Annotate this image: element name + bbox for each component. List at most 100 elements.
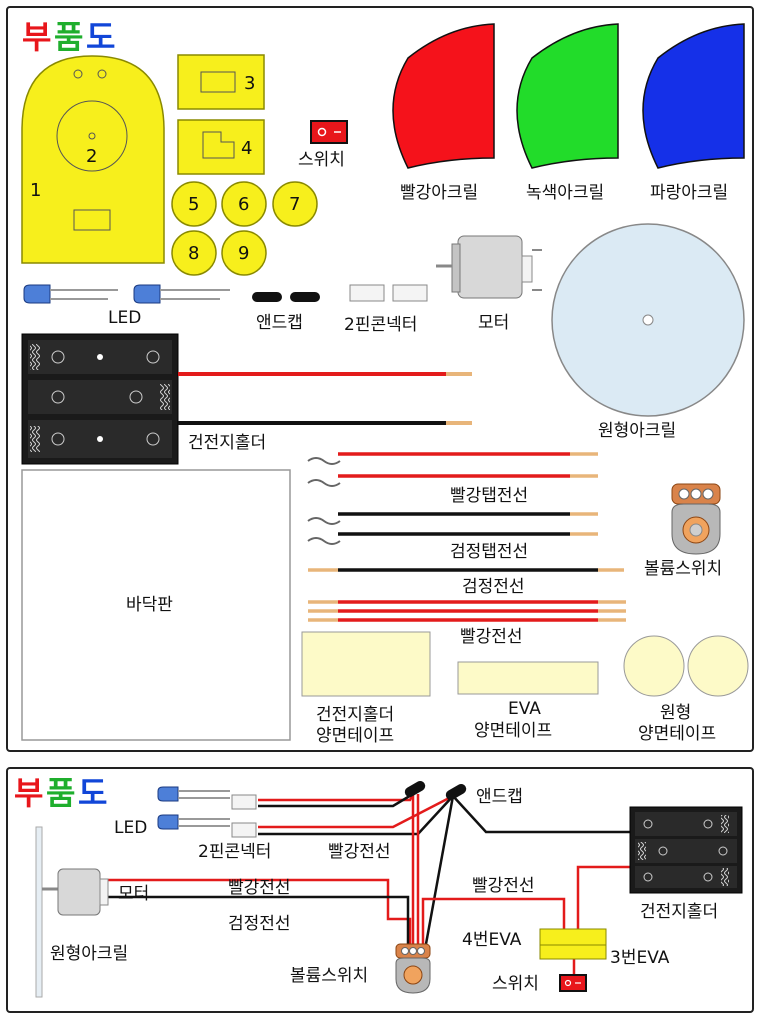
wiring-battery-holder-icon [629,806,743,894]
wiring-round-acrylic [35,826,43,998]
base-plate-label: 바닥판 [126,595,173,615]
plate-hole-left [73,69,83,79]
wiring-pin-connector-icon-1 [231,794,257,810]
pin-connector-icon-2 [392,284,428,302]
eva-tape [457,661,599,695]
part-9-disc [221,230,267,276]
wiring-endcap-label: 앤드캡 [476,787,523,807]
plate-circle [56,100,128,172]
part-6-disc [221,181,267,227]
wiring-volume-switch-icon [395,943,431,994]
wiring-title-char-2: 품 [46,774,75,812]
led-icon [23,284,230,304]
round-tape-1 [623,635,685,697]
wiring-red-wire-left-label: 빨강전선 [228,878,291,898]
parts-diagram: 부 품 도 1 2 3 4 5 6 7 8 9 스위치 빨강아크릴 녹색아크릴 … [21,18,749,746]
endcap-label: 앤드캡 [256,313,303,333]
eva-tape-label-1: EVA [508,699,541,719]
led-label: LED [108,308,141,328]
round-acrylic-hole [642,314,654,326]
base-plate [21,469,291,741]
motor-icon [436,235,542,299]
wiring-title-char-1: 부 [14,774,43,812]
part-9-label: 9 [238,243,249,264]
battery-holder-icon [21,333,179,465]
switch-label: 스위치 [298,150,345,170]
endcap-icon-2 [290,292,320,302]
blue-acrylic-label: 파랑아크릴 [650,183,728,203]
part-4-label: 4 [241,138,252,159]
round-tape-2 [687,635,749,697]
red-tap-wire-label: 빨강탭전선 [450,486,528,506]
part-1-label: 1 [30,180,41,201]
wiring-panel: 부 품 도 앤드캡 LED 2핀콘넥터 빨강전선 모터 [6,767,754,1013]
volume-switch-icon [671,483,721,555]
tap-wires [307,452,598,545]
part-6-label: 6 [238,194,249,215]
eva-block-3 [539,944,607,960]
plate-hole-right [97,69,107,79]
holder-tape-label-2: 양면테이프 [316,726,394,746]
eva-tape-label-2: 양면테이프 [474,721,552,741]
title-char-1: 부 [22,18,51,56]
part-4-plate [177,119,265,175]
part-8-disc [171,230,217,276]
wiring-lines [103,792,630,974]
title-char-3: 도 [86,18,115,56]
holder-tape-label-1: 건전지홀더 [316,705,394,725]
red-wire-label: 빨강전선 [460,627,523,647]
round-tape-label-1: 원형 [660,703,691,723]
wiring-red-wire-right-label: 빨강전선 [472,876,535,896]
part-5-disc [171,181,217,227]
wiring-battery-holder-label: 건전지홀더 [640,902,718,922]
red-wires [308,600,626,622]
part-4-slot [202,131,235,159]
wiring-pin-connector-icon-2 [231,822,257,838]
wiring-led-icon [157,786,230,830]
plate-slot [73,209,111,231]
red-acrylic-label: 빨강아크릴 [400,183,478,203]
wiring-eva4-label: 4번EVA [462,930,522,950]
wiring-eva3-label: 3번EVA [610,948,670,968]
eva-block-4 [539,928,607,946]
blue-acrylic-sector [642,23,745,169]
holder-tape [301,631,431,697]
wiring-endcap-icon-1 [404,781,426,797]
wiring-switch-label: 스위치 [492,974,539,994]
wiring-pin-connector-label: 2핀콘넥터 [198,842,271,862]
switch-icon [310,120,348,144]
green-acrylic-label: 녹색아크릴 [526,183,604,203]
part-3-slot [200,71,236,93]
part-1-plate [21,55,165,264]
part-8-label: 8 [188,243,199,264]
wiring-volume-switch-label: 볼륨스위치 [290,966,368,986]
round-tape-label-2: 양면테이프 [638,724,716,744]
black-tap-wire-label: 검정탭전선 [450,542,528,562]
battery-holder-label: 건전지홀더 [188,433,266,453]
wiring-endcap-icon-2 [445,784,467,800]
wiring-motor-label: 모터 [118,884,149,904]
wiring-switch-icon [559,974,587,992]
part-3-plate [177,54,265,110]
part-5-label: 5 [188,194,199,215]
wiring-diagram: 부 품 도 앤드캡 LED 2핀콘넥터 빨강전선 모터 [14,774,743,998]
red-acrylic-sector [392,23,495,169]
wiring-title-char-3: 도 [78,774,107,812]
green-acrylic-sector [516,23,619,169]
title-char-2: 품 [54,18,83,56]
wiring-round-acrylic-label: 원형아크릴 [50,944,128,964]
round-parts [171,181,318,276]
plate-center-hole [88,132,96,140]
wiring-black-wire-left-label: 검정전선 [228,914,291,934]
part-7-disc [272,181,318,227]
round-acrylic-label: 원형아크릴 [598,421,676,441]
motor-label: 모터 [478,313,509,333]
volume-switch-label: 볼륨스위치 [644,559,722,579]
part-2-label: 2 [86,146,97,167]
part-3-label: 3 [244,73,255,94]
pin-connector-label: 2핀콘넥터 [344,315,417,335]
wiring-red-wire-center-label: 빨강전선 [328,842,391,862]
parts-panel: 부 품 도 1 2 3 4 5 6 7 8 9 스위치 빨강아크릴 녹색아크릴 … [6,6,754,752]
pin-connector-icon-1 [349,284,385,302]
wiring-led-label: LED [114,818,147,838]
